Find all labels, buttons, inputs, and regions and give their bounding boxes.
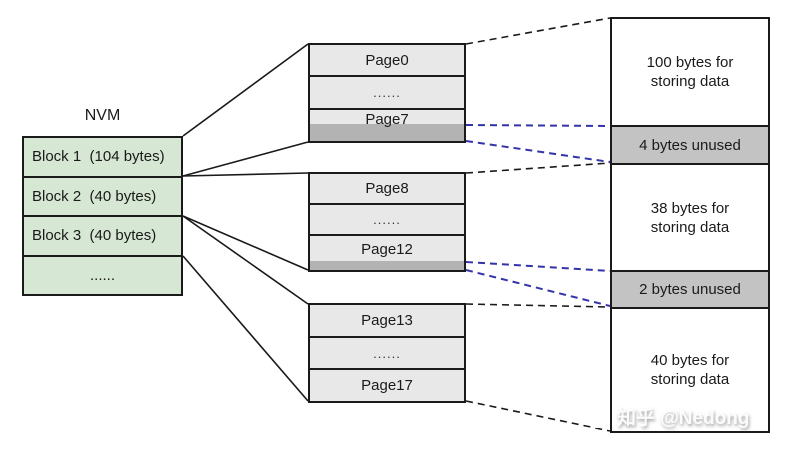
bytes-cell-38-storing: 38 bytes for storing data <box>612 165 768 272</box>
dashed-group3-top <box>465 303 611 308</box>
page-row-ellipsis: ...... <box>310 205 464 236</box>
bytes-cell-100-storing: 100 bytes for storing data <box>612 19 768 127</box>
dashed-group1-top <box>465 17 611 45</box>
page-group-8-12: Page8 ...... Page12 <box>308 172 466 272</box>
bytes-usage-column: 100 bytes for storing data 4 bytes unuse… <box>610 17 770 433</box>
connector-block2-top <box>182 172 309 177</box>
dashed-blue-page12-strip-top <box>465 261 611 272</box>
nvm-block-table: Block 1 (104 bytes) Block 2 (40 bytes) B… <box>22 136 183 296</box>
connector-block2-bottom <box>182 215 309 271</box>
zhihu-logo-icon <box>585 405 609 429</box>
page-row-page8: Page8 <box>310 174 464 205</box>
connector-block3-bottom <box>182 255 309 402</box>
bytes-cell-2-unused: 2 bytes unused <box>612 272 768 309</box>
page-row-ellipsis: ...... <box>310 338 464 371</box>
dashed-blue-page12-strip-bottom <box>465 269 611 307</box>
page-row-page0: Page0 <box>310 45 464 78</box>
page-row-page7-with-unused-strip: Page7 <box>310 109 464 141</box>
bytes-cell-4-unused: 4 bytes unused <box>612 127 768 165</box>
page-row-page13: Page13 <box>310 305 464 338</box>
bytes-cell-40-storing: 40 bytes for storing data <box>650 352 730 388</box>
page-group-13-17: Page13 ...... Page17 <box>308 303 466 403</box>
nvm-block-ellipsis: ...... <box>89 266 115 284</box>
nvm-block-3: Block 3 (40 bytes) <box>24 217 181 257</box>
connector-block1-top <box>182 43 309 137</box>
dashed-blue-page7-strip-top <box>465 124 611 127</box>
page-row-page12-with-unused-strip: Page12 <box>310 236 464 270</box>
page-group-0-7: Page0 ...... Page7 <box>308 43 466 143</box>
page-row-page17: Page17 <box>361 377 413 395</box>
dashed-blue-page7-strip-bottom <box>465 140 611 163</box>
nvm-block-2: Block 2 (40 bytes) <box>24 178 181 217</box>
dashed-group3-bottom <box>465 400 611 432</box>
connector-block3-top <box>182 215 309 305</box>
connector-block1-bottom <box>182 141 309 177</box>
nvm-title: NVM <box>84 107 121 124</box>
nvm-block-1: Block 1 (104 bytes) <box>24 138 181 178</box>
dashed-group2-top <box>465 162 611 174</box>
page-row-ellipsis: ...... <box>310 77 464 110</box>
